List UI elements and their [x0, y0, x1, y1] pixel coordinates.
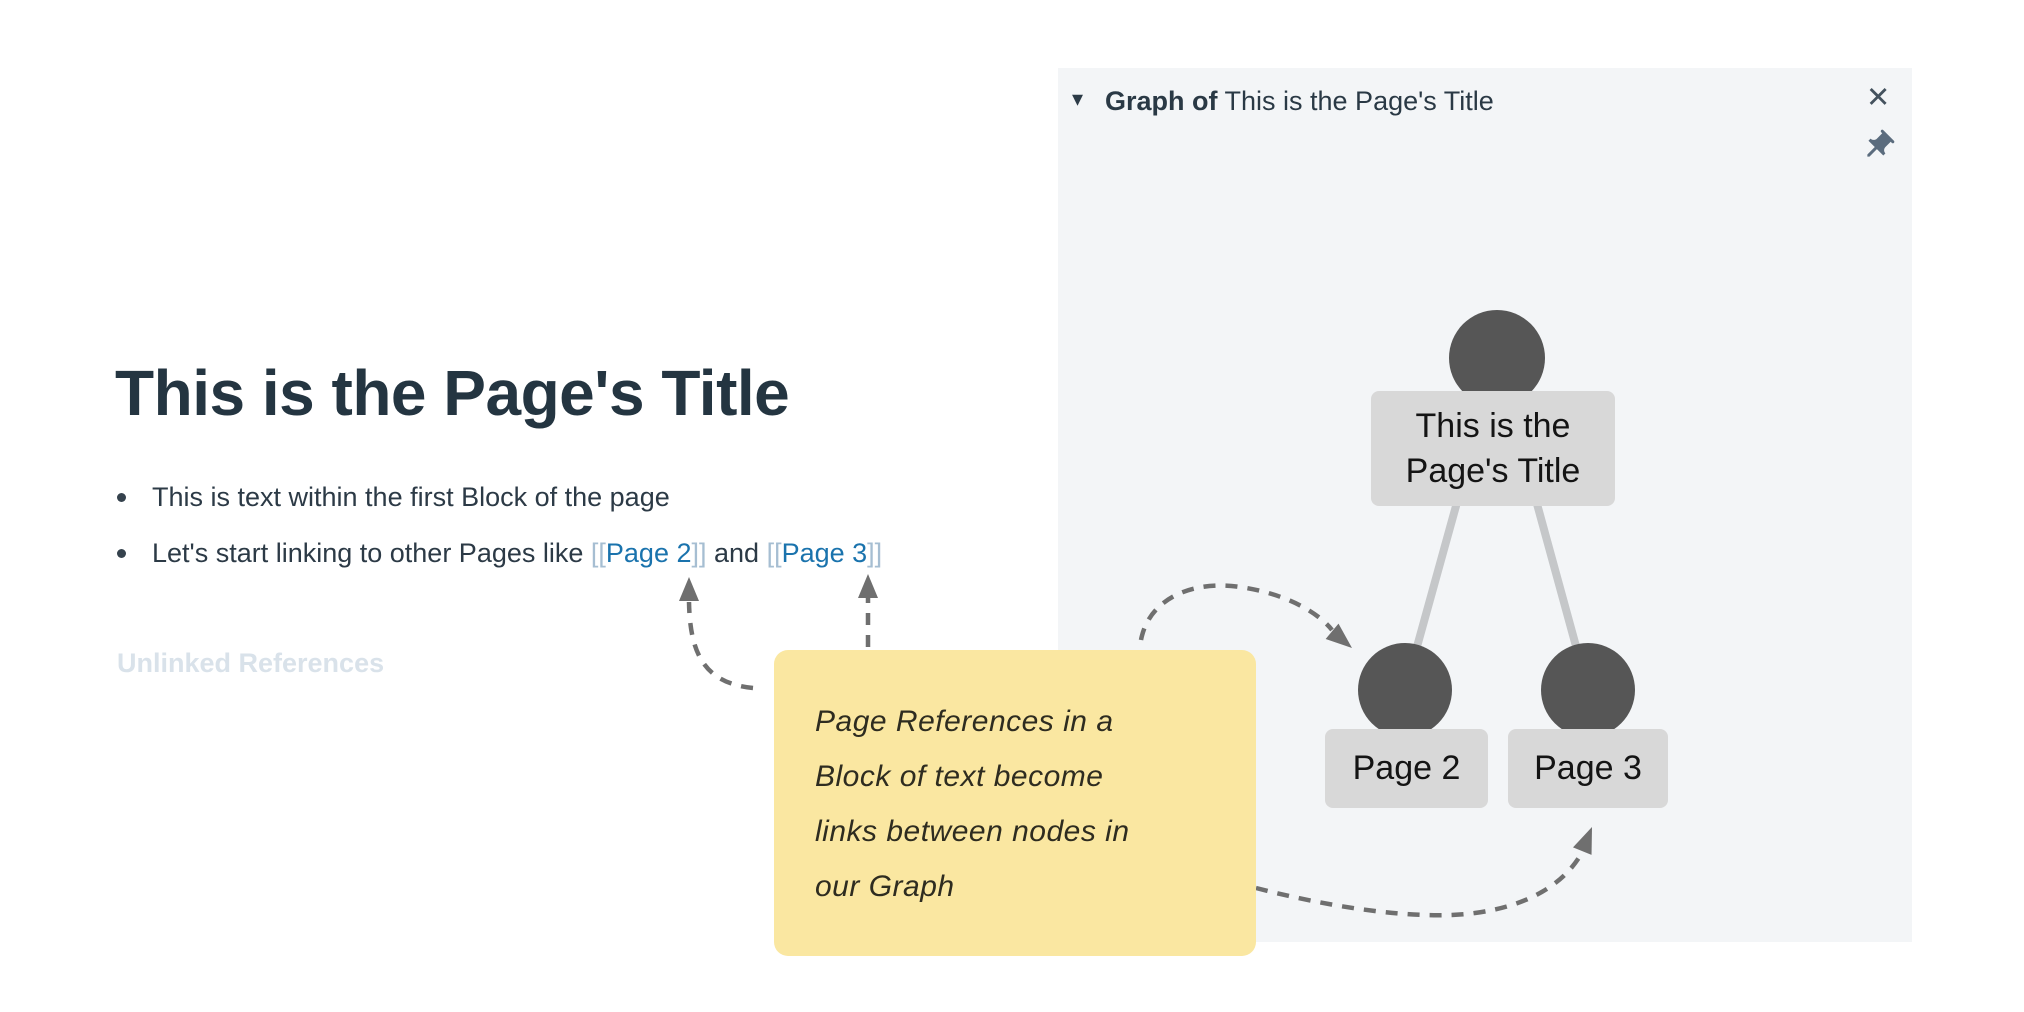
- arrow-to-page2-reference: [686, 601, 754, 691]
- block2-text-pre: Let's start linking to other Pages like: [152, 538, 591, 568]
- page2-open-brackets: [[: [590, 538, 606, 568]
- block-row-1[interactable]: This is text within the first Block of t…: [117, 480, 670, 514]
- graph-node-page3-label[interactable]: Page 3: [1508, 729, 1668, 808]
- page2-reference-link[interactable]: Page 2: [605, 538, 692, 568]
- unlinked-references-header[interactable]: Unlinked References: [117, 648, 385, 678]
- page3-open-brackets: [[: [766, 538, 782, 568]
- block-row-2[interactable]: Let's start linking to other Pages like …: [117, 536, 882, 570]
- panel-collapse-caret-icon[interactable]: ▾: [1072, 86, 1084, 111]
- arrowhead-page2-reference: [679, 577, 699, 601]
- close-icon[interactable]: ✕: [1866, 82, 1891, 114]
- annotation-sticky-note: Page References in a Block of text becom…: [774, 650, 1256, 956]
- panel-header-prefix: Graph of: [1105, 86, 1218, 116]
- bullet-icon[interactable]: [117, 493, 126, 502]
- annotation-note-text: Page References in a Block of text becom…: [815, 705, 1130, 903]
- page3-reference-link[interactable]: Page 3: [781, 538, 868, 568]
- pin-icon[interactable]: [1860, 128, 1896, 164]
- graph-node-page2-label[interactable]: Page 2: [1325, 729, 1488, 808]
- block2-text-mid: and: [706, 538, 767, 568]
- graph-node-page3-circle[interactable]: [1541, 643, 1635, 737]
- page-title[interactable]: This is the Page's Title: [115, 356, 790, 429]
- graph-node-root-label[interactable]: This is the Page's Title: [1371, 391, 1615, 506]
- block-text-2[interactable]: Let's start linking to other Pages like …: [152, 536, 882, 570]
- graph-node-page2-circle[interactable]: [1358, 643, 1452, 737]
- page3-close-brackets: ]]: [867, 538, 883, 568]
- bullet-icon[interactable]: [117, 549, 126, 558]
- page2-close-brackets: ]]: [691, 538, 707, 568]
- arrowhead-page3-reference: [858, 574, 878, 598]
- block-text-1[interactable]: This is text within the first Block of t…: [152, 482, 670, 512]
- panel-header-title: This is the Page's Title: [1217, 86, 1494, 116]
- panel-header: Graph of This is the Page's Title: [1105, 86, 1494, 116]
